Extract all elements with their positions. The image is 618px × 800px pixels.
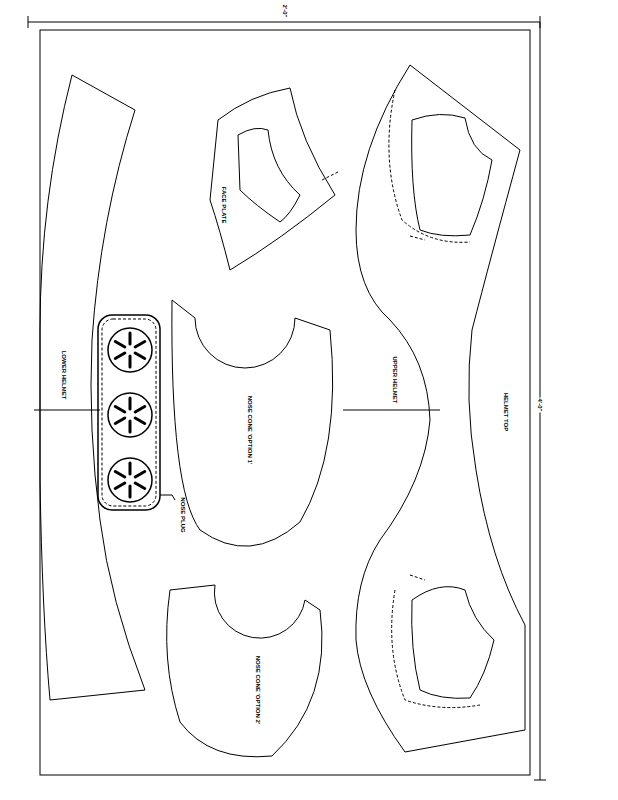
cut-line [172,300,333,546]
cut-line [167,585,322,757]
part-label: NOSE PLUG [179,497,185,532]
cut-line [356,65,525,752]
cut-line [412,114,492,235]
piece-label: NOSE CONE 'OPTION 1' [247,396,253,465]
piece-outline [205,82,340,274]
dashed-line [410,575,425,580]
pattern-piece: NOSE CONE 'OPTION 2' [160,578,328,764]
pattern-piece: NOSE CONE 'OPTION 1' [168,296,336,566]
pattern-piece: FACE PLATE [205,82,340,274]
piece-outline [36,70,148,706]
part-label: HELMET TOP [503,393,509,432]
cut-line [210,88,335,270]
dimension-label: 4'-0" [537,398,543,413]
piece-label: LOWER HELMET [61,351,67,400]
piece-outline [160,578,328,764]
pattern-piece: LOWER HELMET [36,70,148,706]
dashed-line [410,236,425,240]
dashed-line [392,590,480,708]
nose-plug [98,315,160,510]
piece-label: NOSE CONE 'OPTION 2' [255,656,261,725]
dimension-label: 2'-0" [282,4,288,19]
cut-line [412,587,494,699]
piece-label: UPPER HELMET [391,356,397,403]
cut-line [238,128,300,222]
dashed-line [389,90,470,242]
piece-label: FACE PLATE [221,187,227,224]
dashed-line [322,172,338,180]
cut-line [40,75,145,700]
